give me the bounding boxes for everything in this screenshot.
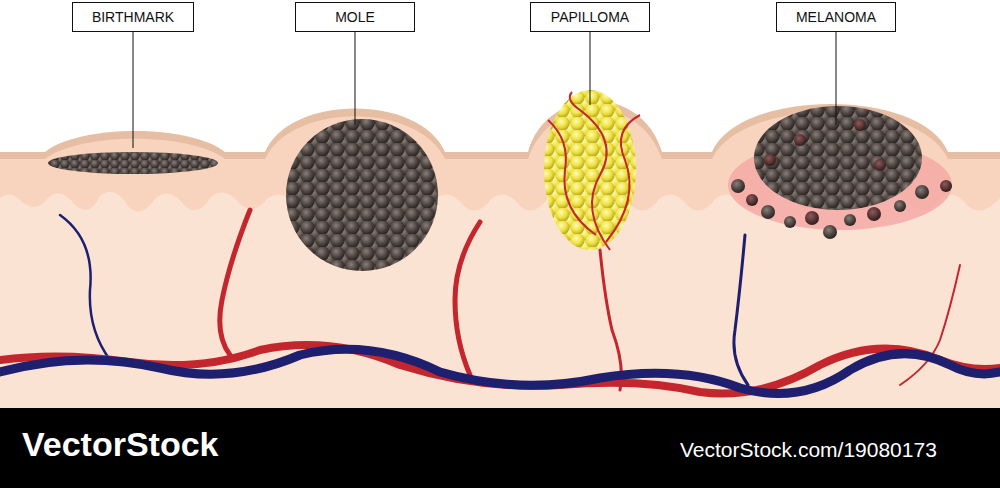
lesion-name: MELANOMA [796, 9, 876, 25]
label-box: MOLE [295, 2, 415, 32]
lesion-name: BIRTHMARK [92, 9, 174, 25]
lesion-name: PAPILLOMA [551, 9, 629, 25]
label-box: MELANOMA [776, 2, 896, 32]
watermark: VectorStock.com/19080173 [680, 438, 937, 462]
label-box: PAPILLOMA [530, 2, 650, 32]
watermark: VectorStock [22, 425, 219, 464]
label-box: BIRTHMARK [72, 2, 194, 32]
lesion-name: MOLE [335, 9, 375, 25]
